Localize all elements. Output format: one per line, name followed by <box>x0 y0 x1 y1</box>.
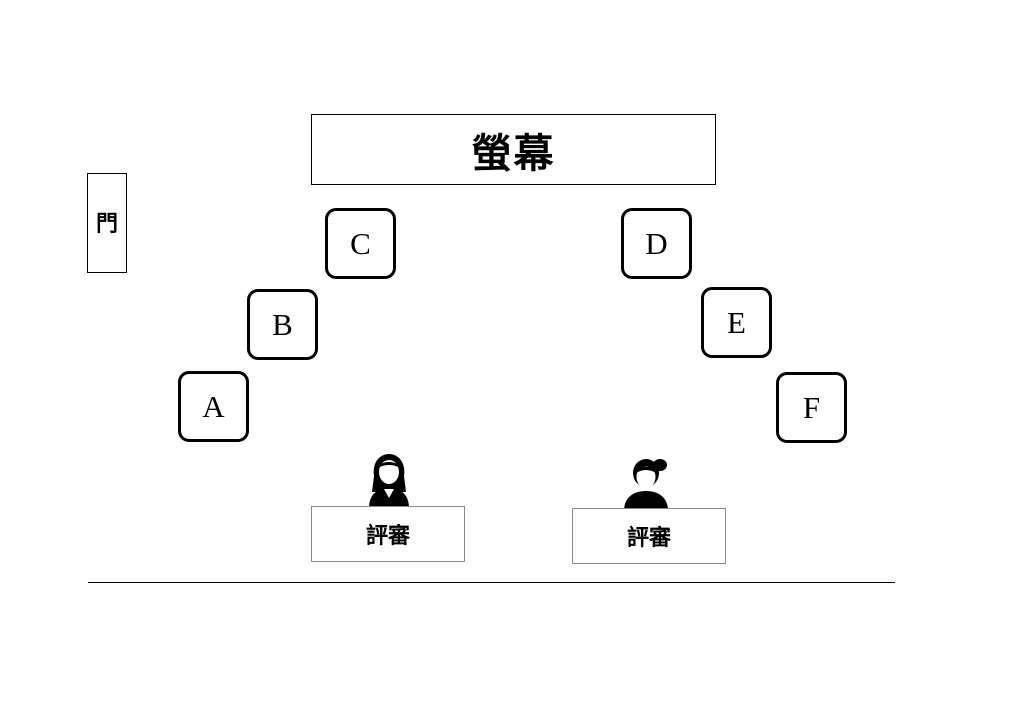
door-label: 門 <box>95 212 118 237</box>
seat-label: E <box>727 305 746 340</box>
judge-table-2: 評審 <box>572 508 726 564</box>
seat-label: C <box>350 226 371 261</box>
seat-d: D <box>621 208 692 279</box>
judge-label: 評審 <box>626 526 671 551</box>
seat-c: C <box>325 208 396 279</box>
door-box: 門 <box>87 173 127 273</box>
seat-label: F <box>802 390 821 425</box>
seat-f: F <box>776 372 847 443</box>
seat-a: A <box>178 371 249 442</box>
seat-label: D <box>645 226 668 261</box>
screen-box: 螢幕 <box>311 114 716 185</box>
woman-ponytail-icon <box>622 455 672 511</box>
judge-table-1: 評審 <box>311 506 465 562</box>
back-wall-line <box>88 582 895 583</box>
screen-label: 螢幕 <box>471 130 556 177</box>
woman-long-hair-icon <box>366 452 412 508</box>
seat-e: E <box>701 287 772 358</box>
seat-b: B <box>247 289 318 360</box>
judge-label: 評審 <box>365 524 410 549</box>
seat-label: A <box>202 389 225 424</box>
seat-label: B <box>272 307 293 342</box>
